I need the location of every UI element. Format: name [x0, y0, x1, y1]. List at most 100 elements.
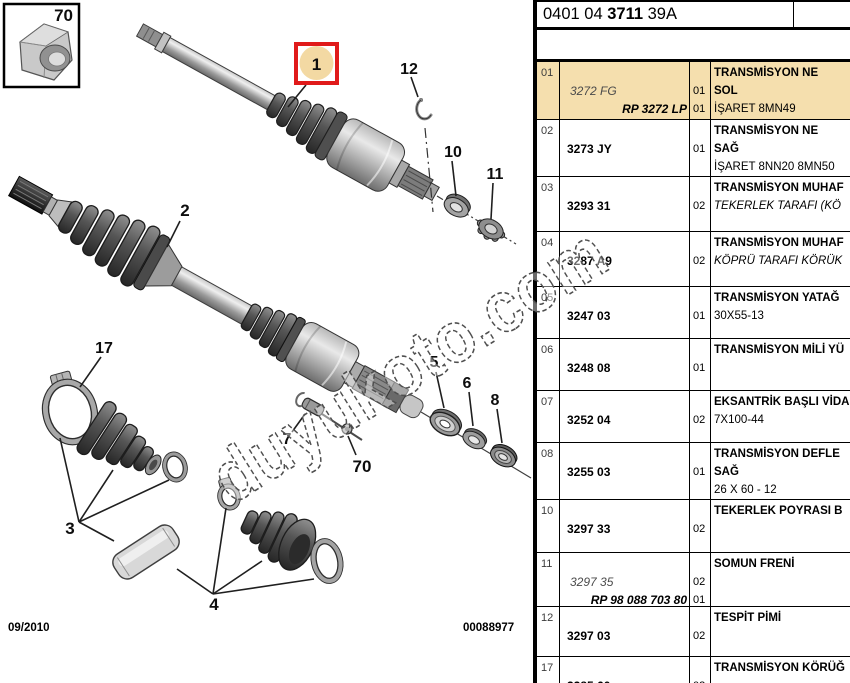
callout-3-label[interactable]: 3: [65, 519, 74, 538]
part-number: RP 3272 LP: [622, 102, 687, 116]
description-cell: TESPİT PİMİ: [711, 607, 850, 656]
quantity: 01: [693, 143, 706, 155]
quantity-cell: 02: [690, 391, 711, 442]
quantity-cell: 01: [690, 287, 711, 338]
part-number: 3297 35: [570, 575, 614, 589]
quantity-cell: 02: [690, 232, 711, 286]
nut-icon: [18, 23, 73, 81]
callout-8-label[interactable]: 8: [491, 392, 500, 409]
item-number-cell: 02: [537, 120, 560, 176]
callout-5-label[interactable]: 5: [430, 354, 439, 371]
boot-4-illustration: [240, 510, 317, 571]
part-number: 3252 04: [567, 413, 611, 427]
callout-1-highlight-circle: [299, 46, 334, 80]
part-description: TRANSMİSYON DEFLE: [714, 448, 840, 460]
callout-1-hotspot[interactable]: 1: [294, 42, 339, 85]
clip-12-illustration: [415, 98, 434, 213]
item-number: 10: [541, 505, 554, 517]
part-number: 3273 JY: [567, 142, 612, 156]
quantity: 01: [693, 310, 706, 322]
part-number-cell: 3297 33: [560, 500, 690, 552]
part-description: TRANSMİSYON MUHAF: [714, 237, 844, 249]
callout-2-label[interactable]: 2: [180, 201, 189, 220]
item-number-cell: 07: [537, 391, 560, 442]
item-number-cell: 10: [537, 500, 560, 552]
boot-3-illustration: [76, 401, 162, 476]
part-number: 3293 31: [567, 199, 611, 213]
part-description: İŞARET 8NN20 8MN50: [714, 161, 835, 173]
item-number-cell: 17: [537, 657, 560, 683]
quantity-cell: 01: [690, 120, 711, 176]
callout-17-label[interactable]: 17: [95, 340, 113, 357]
quantity: 02: [693, 630, 706, 642]
item-number-cell: 12: [537, 607, 560, 656]
callout-1-red-box: [294, 42, 339, 85]
quantity: 01: [693, 362, 706, 374]
part-number: 3248 08: [567, 361, 611, 375]
quantity: 02: [693, 576, 706, 588]
part-description: KÖPRÜ TARAFI KÖRÜK: [714, 255, 843, 267]
grease-sachet-illustration: [112, 524, 180, 580]
part-description: TRANSMİSYON MUHAF: [714, 182, 844, 194]
callout-6-label[interactable]: 6: [463, 375, 472, 392]
catalog-code-prefix: 0401 04: [543, 5, 608, 23]
callout-1-label[interactable]: 1: [312, 55, 321, 74]
callout-70-label[interactable]: 70: [353, 457, 372, 476]
callout-4-label[interactable]: 4: [209, 595, 219, 614]
table-row-06[interactable]: 06 3248 08 01 TRANSMİSYON MİLİ YÜ: [537, 339, 850, 391]
quantity: 02: [690, 677, 710, 683]
callout-10-label[interactable]: 10: [444, 144, 462, 161]
item-number: 11: [541, 558, 553, 570]
callout-12-label[interactable]: 12: [400, 61, 418, 78]
item-number-cell: 04: [537, 232, 560, 286]
part-number-cell: 3293 31: [560, 177, 690, 231]
part-number-cell: 3273 JY: [560, 120, 690, 176]
bearing-5-illustration: [429, 408, 463, 437]
item-number: 02: [541, 125, 554, 137]
catalog-header: 0401 04 3711 39A: [537, 0, 850, 30]
description-cell: TRANSMİSYON MUHAF KÖPRÜ TARAFI KÖRÜK: [711, 232, 850, 286]
part-description: TRANSMİSYON YATAĞ: [714, 292, 840, 304]
exploded-view-drawing: 70: [2, 2, 532, 614]
item-number: 03: [541, 182, 554, 194]
part-description: SOL: [714, 85, 738, 97]
description-cell: TEKERLEK POYRASI B: [711, 500, 850, 552]
table-row-17[interactable]: 17 3285 6002 TRANSMİSYON KÖRÜĞ: [537, 657, 850, 683]
callout-7-label[interactable]: 7: [283, 431, 292, 448]
callout-11-label[interactable]: 11: [487, 166, 504, 183]
item-number: 01: [541, 67, 554, 79]
item-number: 06: [541, 344, 554, 356]
quantity-cell: 02: [690, 500, 711, 552]
part-number-cell: 3297 03: [560, 607, 690, 656]
part-description: TRANSMİSYON KÖRÜĞ: [714, 662, 845, 674]
part-description: 30X55-13: [714, 310, 764, 322]
quantity: 01: [693, 85, 706, 97]
header-gap: [537, 30, 850, 59]
quantity: 02: [693, 523, 706, 535]
clamp-4-illustration: [217, 477, 241, 511]
drive-shaft-main-illustration: [7, 175, 424, 419]
table-row-12[interactable]: 12 3297 03 02 TESPİT PİMİ: [537, 607, 850, 657]
item-number: 17: [541, 662, 554, 674]
washer-10-illustration: [443, 193, 471, 218]
part-number: 3297 03: [567, 629, 611, 643]
quantity-cell: 02: [690, 657, 711, 683]
description-cell: TRANSMİSYON MİLİ YÜ: [711, 339, 850, 390]
part-number-cell: 3285 60: [560, 657, 690, 683]
